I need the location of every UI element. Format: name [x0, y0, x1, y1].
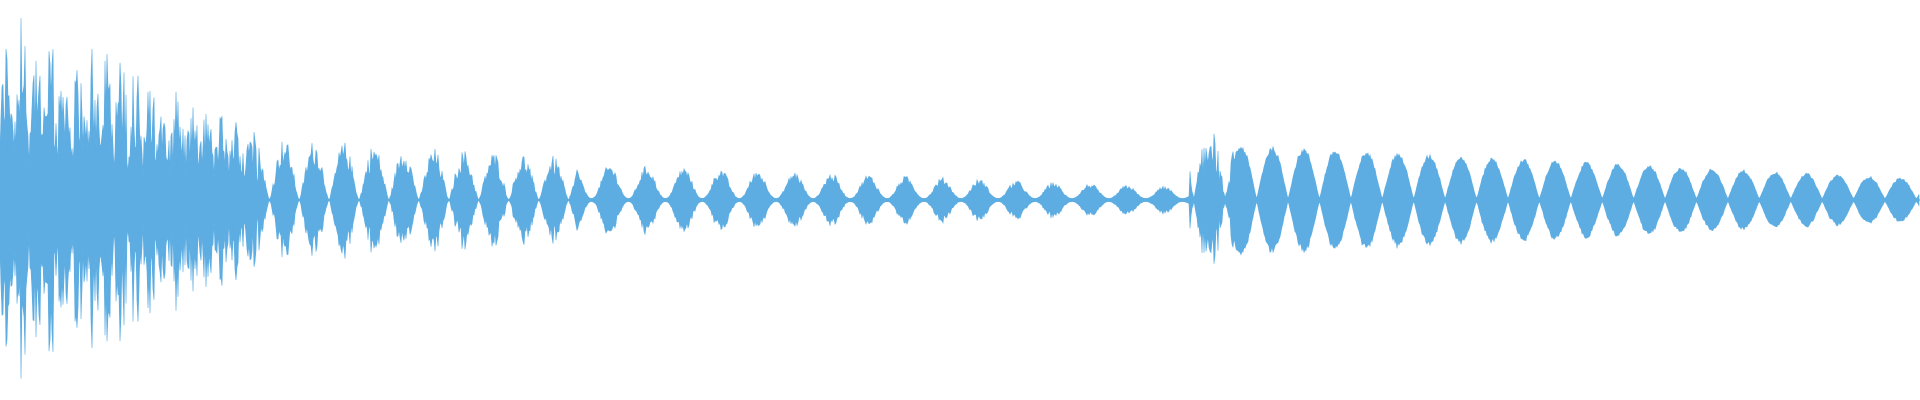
waveform-shapes	[0, 18, 1920, 379]
waveform-path	[0, 18, 1920, 379]
